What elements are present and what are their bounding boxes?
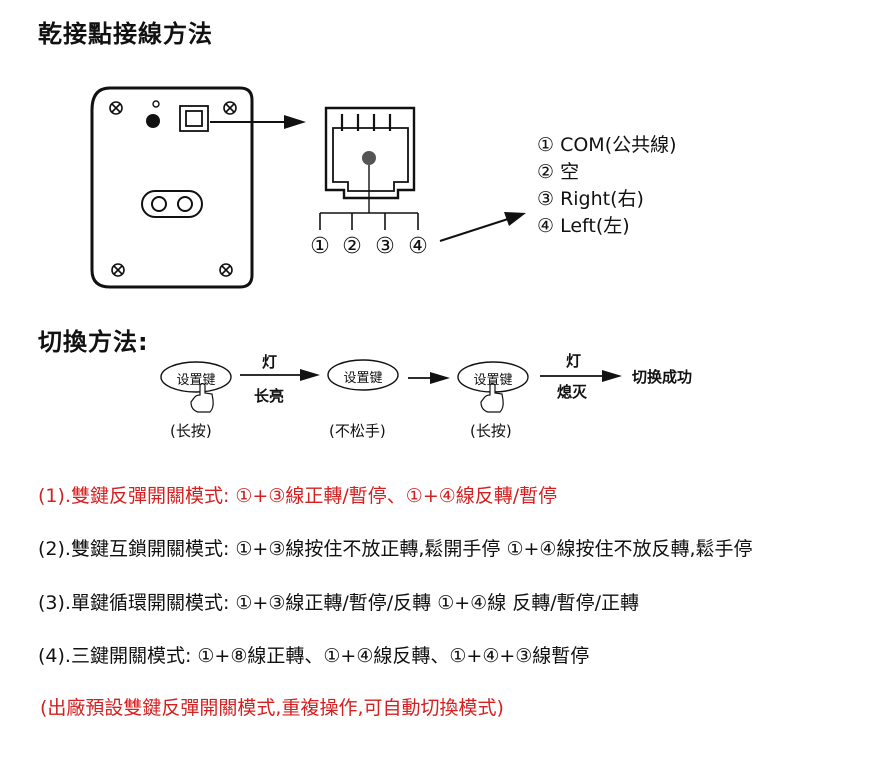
device-box [90, 86, 254, 289]
pin-number: ④ [408, 234, 428, 259]
pin-legend: ① COM(公共線) ② 空 ③ Right(右) ④ Left(左) [537, 132, 677, 240]
pin-leads [319, 212, 419, 230]
arrow-right-icon [540, 370, 622, 382]
arrow-right-icon [240, 369, 320, 381]
pin-number: ① [310, 234, 330, 259]
setting-key-1 [160, 361, 232, 393]
pin-3-label: ③ Right(右) [537, 188, 644, 210]
finger-press-icon [480, 382, 504, 413]
pin-2-label: ② 空 [537, 161, 580, 183]
switch-method-title: 切換方法: [38, 328, 149, 356]
finger-press-icon [190, 382, 214, 413]
screw-icon [111, 263, 125, 277]
arrow-1-top-label: 灯 [262, 353, 278, 371]
mode-4-text: (4).三鍵開關模式: ①+⑧線正轉、①+④線反轉、①+④+③線暫停 [38, 645, 590, 667]
arrow-3-bottom-label: 熄灭 [557, 383, 588, 401]
pin-number: ② [342, 234, 362, 259]
arrow-right-icon [408, 372, 450, 384]
step-2-caption: (不松手) [329, 422, 386, 440]
connector-center [362, 151, 376, 165]
button-dot-icon [146, 114, 160, 128]
screw-icon [223, 101, 237, 115]
rj-connector [324, 106, 416, 200]
key-1-label: 设置键 [176, 373, 216, 388]
led-icon [152, 100, 160, 108]
arrow-right-icon [439, 212, 526, 242]
step-3-caption: (长按) [470, 422, 512, 440]
mode-3-text: (3).單鍵循環開關模式: ①+③線正轉/暫停/反轉 ①+④線 反轉/暫停/正轉 [38, 592, 640, 614]
setting-key-2 [327, 359, 399, 391]
mode-1-text: (1).雙鍵反彈開關模式: ①+③線正轉/暫停、①+④線反轉/暫停 [38, 485, 558, 507]
page-title: 乾接點接線方法 [38, 20, 213, 48]
key-3-label: 设置键 [473, 373, 513, 388]
wiring-diagram: ① ② ③ ④ [90, 86, 622, 413]
switch-success-label: 切换成功 [632, 368, 693, 386]
mode-2-text: (2).雙鍵互鎖開關模式: ①+③線按住不放正轉,鬆開手停 ①+④線按住不放反轉… [38, 538, 753, 560]
default-mode-note: (出廠預設雙鍵反彈開關模式,重複操作,可自動切換模式) [40, 697, 504, 719]
pin-number: ③ [375, 234, 395, 259]
screw-icon [109, 101, 123, 115]
arrow-1-bottom-label: 长亮 [254, 387, 285, 405]
pin-1-label: ① COM(公共線) [537, 134, 677, 156]
power-socket-icon [141, 190, 203, 218]
screw-icon [219, 263, 233, 277]
arrow-3-top-label: 灯 [566, 352, 582, 370]
rj-port-icon [179, 105, 209, 132]
key-2-label: 设置键 [343, 371, 383, 386]
step-1-caption: (长按) [170, 422, 212, 440]
pin-4-label: ④ Left(左) [537, 215, 630, 237]
arrow-right-icon [210, 115, 306, 129]
